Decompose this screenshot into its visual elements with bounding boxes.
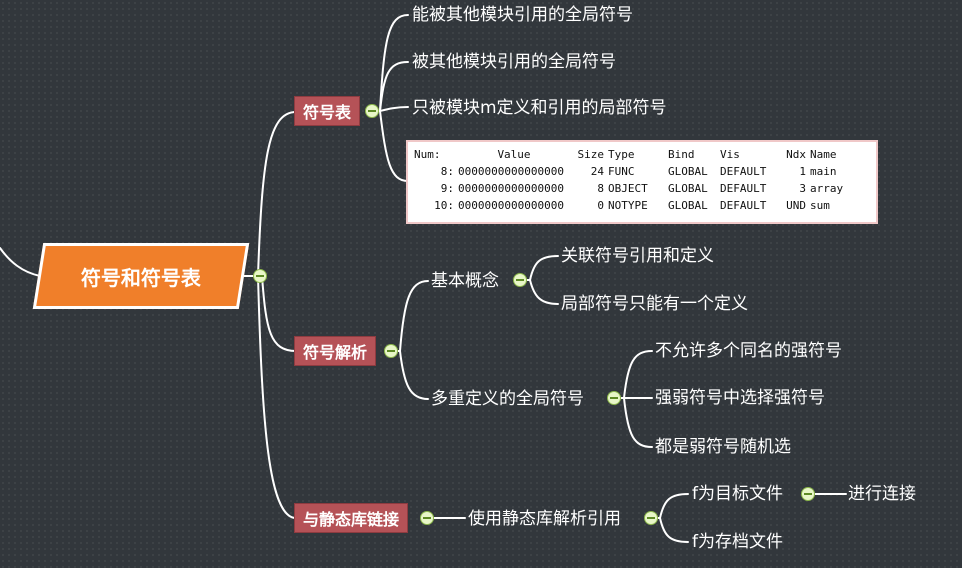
table-header: Ndx [786, 148, 806, 161]
collapse-toggle-icon[interactable] [801, 487, 815, 501]
symbol-table: Num: Value Size Type Bind Vis Ndx Name 8… [414, 146, 847, 214]
topic-multiple-definitions[interactable]: 多重定义的全局符号 [431, 389, 584, 409]
table-header: Vis [720, 148, 740, 161]
table-cell: 0000000000000000 [458, 165, 564, 178]
table-cell: DEFAULT [720, 199, 767, 212]
topic-basic-concepts[interactable]: 基本概念 [431, 271, 499, 291]
table-header: Bind [668, 148, 695, 161]
table-cell: OBJECT [608, 182, 648, 195]
table-header: Type [608, 148, 635, 161]
branch-symbol-table-label: 符号表 [303, 103, 352, 122]
leaf-topic[interactable]: 能被其他模块引用的全局符号 [412, 5, 633, 25]
table-header: Size [577, 148, 605, 161]
collapse-toggle-icon[interactable] [607, 391, 621, 405]
table-cell: sum [810, 199, 830, 212]
table-cell: 0000000000000000 [458, 182, 564, 195]
table-cell: NOTYPE [608, 199, 648, 212]
table-cell: 8 [597, 182, 604, 195]
table-cell: 0 [597, 199, 604, 212]
branch-symbol-table[interactable]: 符号表 [294, 96, 361, 126]
table-header: Num: [414, 148, 441, 161]
table-cell: FUNC [608, 165, 635, 178]
branch-symbol-resolution-label: 符号解析 [303, 343, 368, 362]
table-cell: 8: [440, 165, 454, 178]
table-cell: UND [786, 199, 806, 212]
table-row: 8: 0000000000000000 24 FUNC GLOBAL DEFAU… [414, 163, 847, 180]
table-cell: 1 [799, 165, 806, 178]
table-header: Value [497, 148, 531, 161]
leaf-topic[interactable]: 都是弱符号随机选 [655, 437, 791, 457]
collapse-toggle-icon[interactable] [513, 273, 527, 287]
branch-static-library-linking[interactable]: 与静态库链接 [294, 503, 409, 533]
branch-static-library-linking-label: 与静态库链接 [303, 510, 400, 529]
table-row: 10: 0000000000000000 0 NOTYPE GLOBAL DEF… [414, 197, 847, 214]
table-cell: DEFAULT [720, 182, 767, 195]
branch-symbol-resolution[interactable]: 符号解析 [294, 336, 377, 366]
table-cell: GLOBAL [668, 199, 708, 212]
leaf-topic[interactable]: 被其他模块引用的全局符号 [412, 52, 616, 72]
topic-resolve-with-static-library[interactable]: 使用静态库解析引用 [468, 509, 621, 529]
leaf-topic[interactable]: 强弱符号中选择强符号 [655, 388, 825, 408]
collapse-toggle-icon[interactable] [644, 511, 658, 525]
table-cell: 10: [434, 199, 454, 212]
table-cell: DEFAULT [720, 165, 767, 178]
table-row: 9: 0000000000000000 8 OBJECT GLOBAL DEFA… [414, 180, 847, 197]
leaf-topic[interactable]: 局部符号只能有一个定义 [561, 294, 748, 314]
leaf-topic[interactable]: 进行连接 [848, 484, 916, 504]
table-cell: 0000000000000000 [458, 199, 564, 212]
root-topic-label: 符号和符号表 [81, 265, 201, 290]
root-topic[interactable]: 符号和符号表 [32, 243, 250, 309]
collapse-toggle-icon[interactable] [253, 269, 267, 283]
symbol-table-image: Num: Value Size Type Bind Vis Ndx Name 8… [406, 140, 878, 224]
table-cell: main [810, 165, 837, 178]
topic-object-file[interactable]: f为目标文件 [692, 484, 783, 504]
table-cell: 9: [440, 182, 454, 195]
table-header-row: Num: Value Size Type Bind Vis Ndx Name [414, 146, 847, 163]
collapse-toggle-icon[interactable] [420, 511, 434, 525]
leaf-topic[interactable]: 关联符号引用和定义 [561, 246, 714, 266]
table-cell: 3 [799, 182, 806, 195]
table-cell: GLOBAL [668, 182, 708, 195]
collapse-toggle-icon[interactable] [365, 104, 379, 118]
table-header: Name [810, 148, 837, 161]
table-cell: GLOBAL [668, 165, 708, 178]
leaf-topic[interactable]: 只被模块m定义和引用的局部符号 [412, 98, 667, 118]
table-cell: 24 [590, 165, 604, 178]
topic-archive-file[interactable]: f为存档文件 [692, 532, 783, 552]
table-cell: array [810, 182, 844, 195]
collapse-toggle-icon[interactable] [384, 344, 398, 358]
leaf-topic[interactable]: 不允许多个同名的强符号 [655, 341, 842, 361]
